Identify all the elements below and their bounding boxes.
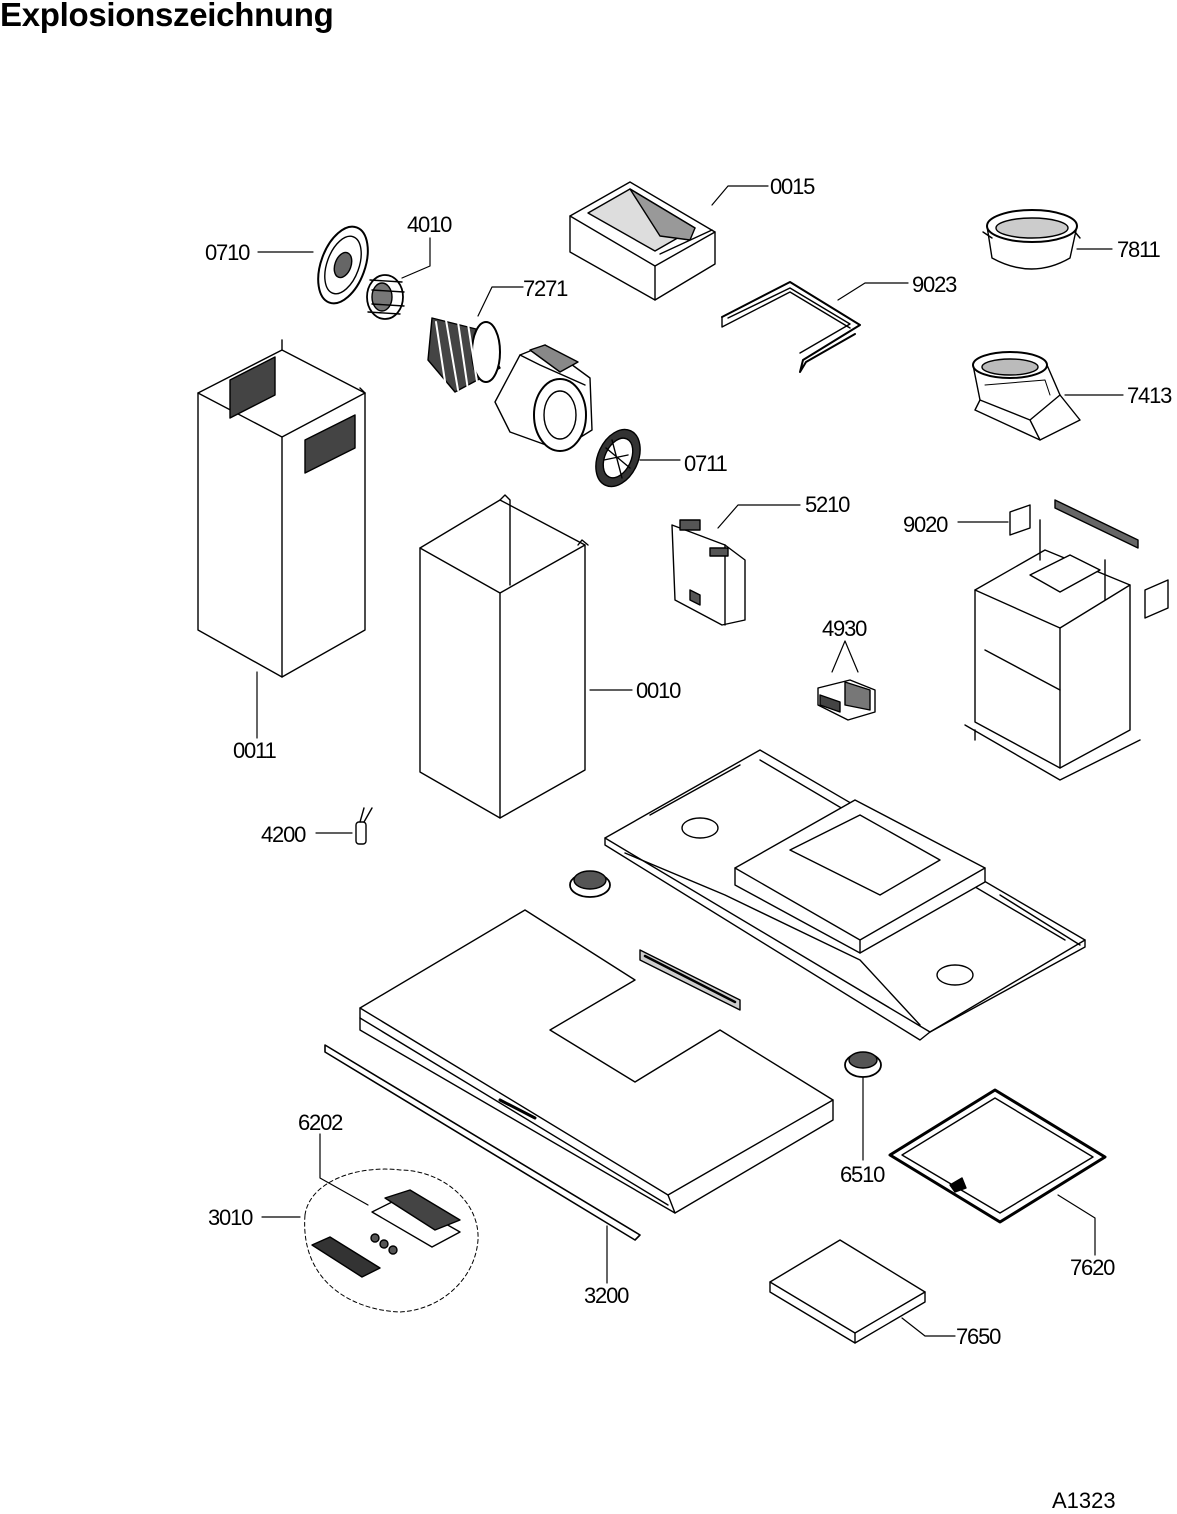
part-3200-trim-strip xyxy=(325,1045,640,1240)
part-blower-housing xyxy=(495,345,592,451)
label-3200: 3200 xyxy=(584,1283,629,1308)
label-4010: 4010 xyxy=(407,212,452,237)
label-4200: 4200 xyxy=(261,822,306,847)
label-9020: 9020 xyxy=(903,512,948,537)
part-7811-collar xyxy=(983,210,1080,269)
label-7413: 7413 xyxy=(1127,383,1172,408)
part-7650-charcoal-filter xyxy=(770,1240,925,1343)
part-7413-adapter xyxy=(973,352,1080,440)
part-6510-knob xyxy=(845,1052,881,1077)
page-title: Explosionszeichnung xyxy=(0,0,334,33)
label-3010: 3010 xyxy=(208,1205,253,1230)
part-9020-motor-housing xyxy=(965,500,1168,780)
part-hood-body xyxy=(605,750,1085,1040)
label-0015: 0015 xyxy=(770,174,815,199)
part-knob-upper xyxy=(570,871,610,897)
label-6202: 6202 xyxy=(298,1110,343,1135)
document-id: A1323 xyxy=(1052,1488,1116,1513)
part-canopy-panel xyxy=(360,910,833,1213)
label-4930: 4930 xyxy=(822,616,867,641)
label-0011: 0011 xyxy=(233,738,277,763)
part-7620-grease-filter xyxy=(890,1090,1105,1222)
part-0010-chimney-inner xyxy=(420,495,588,818)
label-6510: 6510 xyxy=(840,1162,885,1187)
part-7271-fan-wheel xyxy=(428,318,500,392)
label-0710: 0710 xyxy=(205,240,250,265)
part-4200-capacitor xyxy=(356,808,372,844)
label-7620: 7620 xyxy=(1070,1255,1115,1280)
part-3010-control-set xyxy=(305,1169,478,1312)
part-0710-motor-plate xyxy=(309,220,378,310)
part-5210-control-box xyxy=(672,520,745,625)
part-4930-transformer xyxy=(818,680,875,720)
label-7811: 7811 xyxy=(1117,237,1161,262)
label-7650: 7650 xyxy=(956,1324,1001,1349)
label-9023: 9023 xyxy=(912,272,957,297)
leader-lines xyxy=(257,186,1123,1336)
part-bracket xyxy=(640,950,740,1010)
part-4010-motor xyxy=(367,275,404,319)
part-0711-grille xyxy=(587,422,649,493)
label-0711: 0711 xyxy=(684,451,728,476)
part-0015-duct-box xyxy=(570,182,715,300)
label-7271: 7271 xyxy=(523,276,568,301)
part-9023-frame xyxy=(722,282,860,372)
label-0010: 0010 xyxy=(636,678,681,703)
label-5210: 5210 xyxy=(805,492,850,517)
part-0011-chimney-outer xyxy=(198,340,365,677)
